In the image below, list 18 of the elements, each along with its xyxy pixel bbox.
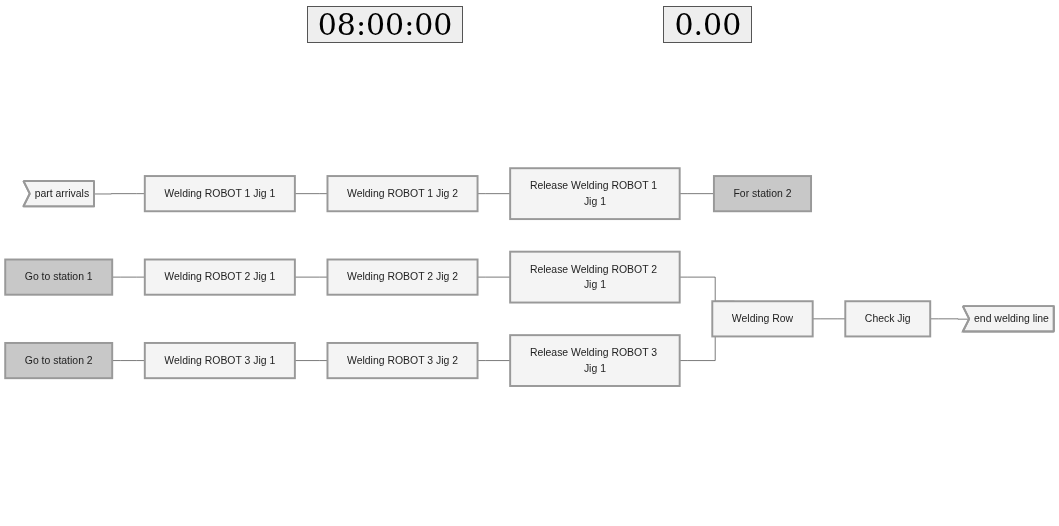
connector <box>477 360 511 361</box>
counter-display: 0.00 <box>663 6 753 43</box>
counter-display: 08:00:00 <box>306 6 464 43</box>
node-box: Go to station 2 <box>4 341 114 380</box>
node-box: Welding ROBOT 1 Jig 1 <box>143 174 296 213</box>
node-box: Release Welding ROBOT 2 Jig 1 <box>509 250 681 304</box>
node-box: Welding ROBOT 2 Jig 1 <box>143 258 296 296</box>
node-box: Welding Row <box>711 300 814 338</box>
node-box: Welding ROBOT 3 Jig 1 <box>143 341 296 380</box>
node-box: Release Welding ROBOT 3 Jig 1 <box>509 334 681 387</box>
node-box: Release Welding ROBOT 1 Jig 1 <box>509 167 681 220</box>
node-box: Welding ROBOT 1 Jig 2 <box>326 174 479 213</box>
connector <box>294 360 328 361</box>
node-box: Go to station 1 <box>4 258 114 296</box>
node-box: Welding ROBOT 2 Jig 2 <box>326 258 479 296</box>
node-box: Check Jig <box>844 300 932 338</box>
node-box: For station 2 <box>712 174 812 213</box>
node-box: Welding ROBOT 3 Jig 2 <box>326 341 479 380</box>
